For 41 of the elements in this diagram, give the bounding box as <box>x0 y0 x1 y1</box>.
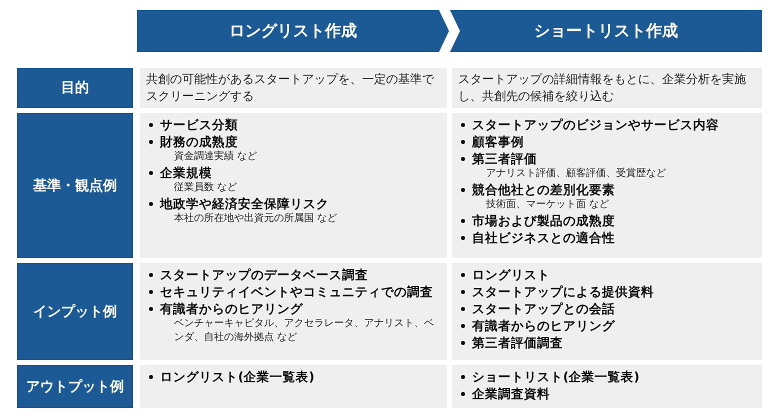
row-header: インプット例 <box>17 263 133 360</box>
bullet-item: 第三者評価調査 <box>458 334 756 351</box>
bullet-item: サービス分類 <box>146 116 441 133</box>
row-header: 基準・観点例 <box>17 113 133 258</box>
bullet-item: 有識者からのヒアリング <box>146 300 441 317</box>
bullet-item: スタートアップのデータベース調査 <box>146 266 441 283</box>
bullet-item: 市場および製品の成熟度 <box>458 212 756 229</box>
note-text: 資金調達実績 など <box>173 150 258 164</box>
bullet-item: 顧客事例 <box>458 133 756 150</box>
column-header: ショートリスト作成 <box>450 10 762 52</box>
table-cell <box>452 113 762 258</box>
bullet-item: ショートリスト(企業一覧表) <box>458 368 756 385</box>
table-cell <box>140 365 447 408</box>
note-text: ベンチャーキャピタル、アクセラレータ、アナリスト、ベンダ、自社の海外拠点 など <box>173 317 435 345</box>
row-header: アウトプット例 <box>17 365 133 408</box>
bullet-item: 地政学や経済安全保障リスク <box>146 195 441 212</box>
bullet-item: スタートアップによる提供資料 <box>458 283 756 300</box>
bullet-item: ロングリスト <box>458 266 756 283</box>
table-cell <box>452 263 762 360</box>
table-cell: 共創の可能性があるスタートアップを、一定の基準でスクリーニングする <box>140 68 447 108</box>
bullet-item: ロングリスト(企業一覧表) <box>146 368 441 385</box>
table-cell <box>140 263 447 360</box>
note-text: アナリスト評価、顧客評価、受賞歴など <box>485 167 667 181</box>
row-header: 目的 <box>17 68 133 108</box>
bullet-item: 第三者評価 <box>458 150 756 167</box>
bullet-item: 自社ビジネスとの適合性 <box>458 229 756 246</box>
table-cell: スタートアップの詳細情報をもとに、企業分析を実施し、共創先の候補を絞り込む <box>452 68 762 108</box>
bullet-item: スタートアップとの会話 <box>458 300 756 317</box>
bullet-item: 企業調査資料 <box>458 385 756 402</box>
note-text: 本社の所在地や出資元の所属国 など <box>173 212 338 226</box>
table-cell <box>140 113 447 258</box>
bullet-item: 競合他社との差別化要素 <box>458 181 756 198</box>
bullet-item: セキュリティイベントやコミュニティでの調査 <box>146 283 441 300</box>
bullet-item: 財務の成熟度 <box>146 133 441 150</box>
bullet-item: スタートアップのビジョンやサービス内容 <box>458 116 756 133</box>
table-cell <box>452 365 762 408</box>
column-header: ロングリスト作成 <box>137 10 449 52</box>
bullet-item: 企業規模 <box>146 164 441 181</box>
note-text: 従業員数 など <box>173 181 238 195</box>
bullet-item: 有識者からのヒアリング <box>458 317 756 334</box>
note-text: 技術面、マーケット面 など <box>485 198 610 212</box>
